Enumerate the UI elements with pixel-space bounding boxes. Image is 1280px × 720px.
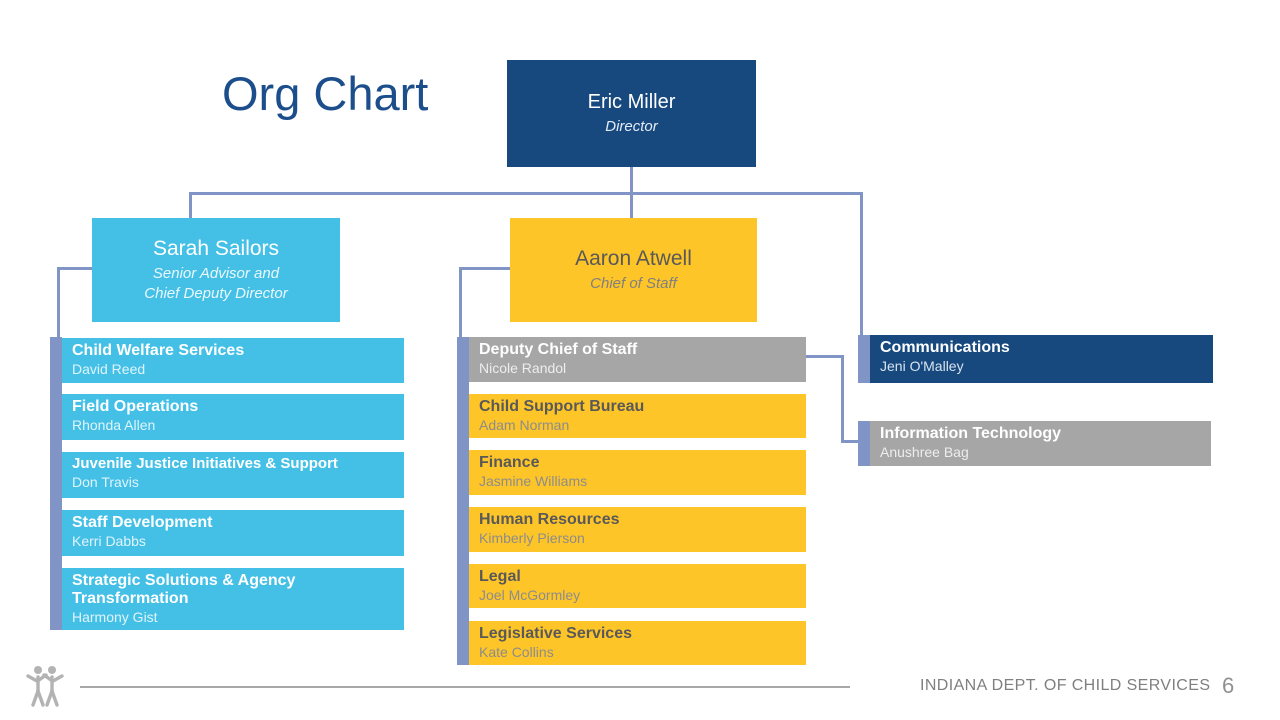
dept-lead: Nicole Randol: [479, 359, 567, 376]
dept-name: Strategic Solutions & Agency Transformat…: [72, 572, 296, 607]
connector-aaron-elbow-v: [459, 267, 462, 338]
dept-lead: Jeni O'Malley: [880, 357, 964, 374]
org-box-child-support-bureau: Child Support Bureau Adam Norman: [469, 394, 806, 438]
org-box-communications: Communications Jeni O'Malley: [870, 335, 1213, 383]
connector-sarah-elbow-h: [57, 267, 92, 270]
connector-director-drop: [630, 167, 633, 193]
left-column-accent-bar: [50, 337, 62, 630]
middle-column-accent-bar: [457, 337, 469, 665]
dept-name: Finance: [479, 454, 540, 471]
footer-org-name: INDIANA DEPT. OF CHILD SERVICES: [920, 677, 1211, 694]
org-box-staff-development: Staff Development Kerri Dabbs: [62, 510, 404, 556]
org-box-legal: Legal Joel McGormley: [469, 564, 806, 608]
person-role: Chief of Staff: [590, 274, 677, 292]
connector-deputy-it-h2: [841, 440, 858, 443]
dept-lead: David Reed: [72, 360, 146, 377]
dept-lead: Joel McGormley: [479, 586, 581, 603]
org-box-child-welfare-services: Child Welfare Services David Reed: [62, 338, 404, 383]
dept-name: Legal: [479, 568, 521, 585]
org-box-aaron-atwell: Aaron Atwell Chief of Staff: [510, 218, 757, 322]
person-name: Aaron Atwell: [575, 246, 692, 270]
org-box-juvenile-justice: Juvenile Justice Initiatives & Support D…: [62, 452, 404, 498]
communications-accent-bar: [858, 335, 870, 383]
page-number: 6: [1222, 673, 1235, 698]
org-box-deputy-chief-of-staff: Deputy Chief of Staff Nicole Randol: [469, 337, 806, 382]
dept-lead: Jasmine Williams: [479, 472, 588, 489]
org-box-legislative-services: Legislative Services Kate Collins: [469, 621, 806, 665]
page-title: Org Chart: [222, 67, 429, 120]
information-technology-accent-bar: [858, 421, 870, 466]
org-box-director: Eric Miller Director: [507, 60, 756, 167]
dept-name: Legislative Services: [479, 625, 632, 642]
org-box-finance: Finance Jasmine Williams: [469, 450, 806, 495]
dept-lead: Anushree Bag: [880, 443, 969, 460]
dept-lead: Kerri Dabbs: [72, 532, 146, 549]
dept-name: Information Technology: [880, 425, 1062, 442]
org-box-sarah-sailors: Sarah Sailors Senior Advisor and Chief D…: [92, 218, 340, 322]
connector-drop-sarah: [189, 192, 192, 218]
person-name: Sarah Sailors: [152, 236, 280, 260]
dept-lead: Harmony Gist: [72, 608, 158, 625]
person-role: Director: [605, 117, 658, 135]
dept-name: Deputy Chief of Staff: [479, 341, 638, 358]
dept-name: Field Operations: [72, 398, 199, 415]
connector-top-horizontal: [189, 192, 863, 195]
dept-lead: Don Travis: [72, 473, 139, 490]
connector-deputy-it-h1: [806, 355, 844, 358]
dept-name: Staff Development: [72, 514, 213, 531]
dept-lead: Adam Norman: [479, 416, 570, 433]
dept-name: Child Support Bureau: [479, 398, 645, 415]
connector-drop-communications: [860, 192, 863, 336]
org-box-field-operations: Field Operations Rhonda Allen: [62, 394, 404, 440]
person-role: Senior Advisor and Chief Deputy Director: [144, 265, 288, 302]
person-name: Eric Miller: [587, 90, 676, 113]
org-box-human-resources: Human Resources Kimberly Pierson: [469, 507, 806, 552]
dept-lead: Kate Collins: [479, 643, 554, 660]
dcs-people-logo-icon: [26, 666, 64, 707]
dept-lead: Kimberly Pierson: [479, 529, 585, 546]
dept-lead: Rhonda Allen: [72, 416, 156, 433]
dept-name: Juvenile Justice Initiatives & Support: [72, 455, 338, 472]
connector-deputy-it-v: [841, 355, 844, 443]
connector-sarah-elbow-v: [57, 267, 60, 338]
connector-aaron-elbow-h: [459, 267, 510, 270]
dept-name: Child Welfare Services: [72, 342, 245, 359]
org-box-information-technology: Information Technology Anushree Bag: [870, 421, 1211, 466]
org-box-strategic-solutions: Strategic Solutions & Agency Transformat…: [62, 568, 404, 630]
connector-drop-aaron: [630, 192, 633, 218]
dept-name: Human Resources: [479, 511, 620, 528]
dept-name: Communications: [880, 339, 1010, 356]
footer-divider: [80, 686, 850, 688]
